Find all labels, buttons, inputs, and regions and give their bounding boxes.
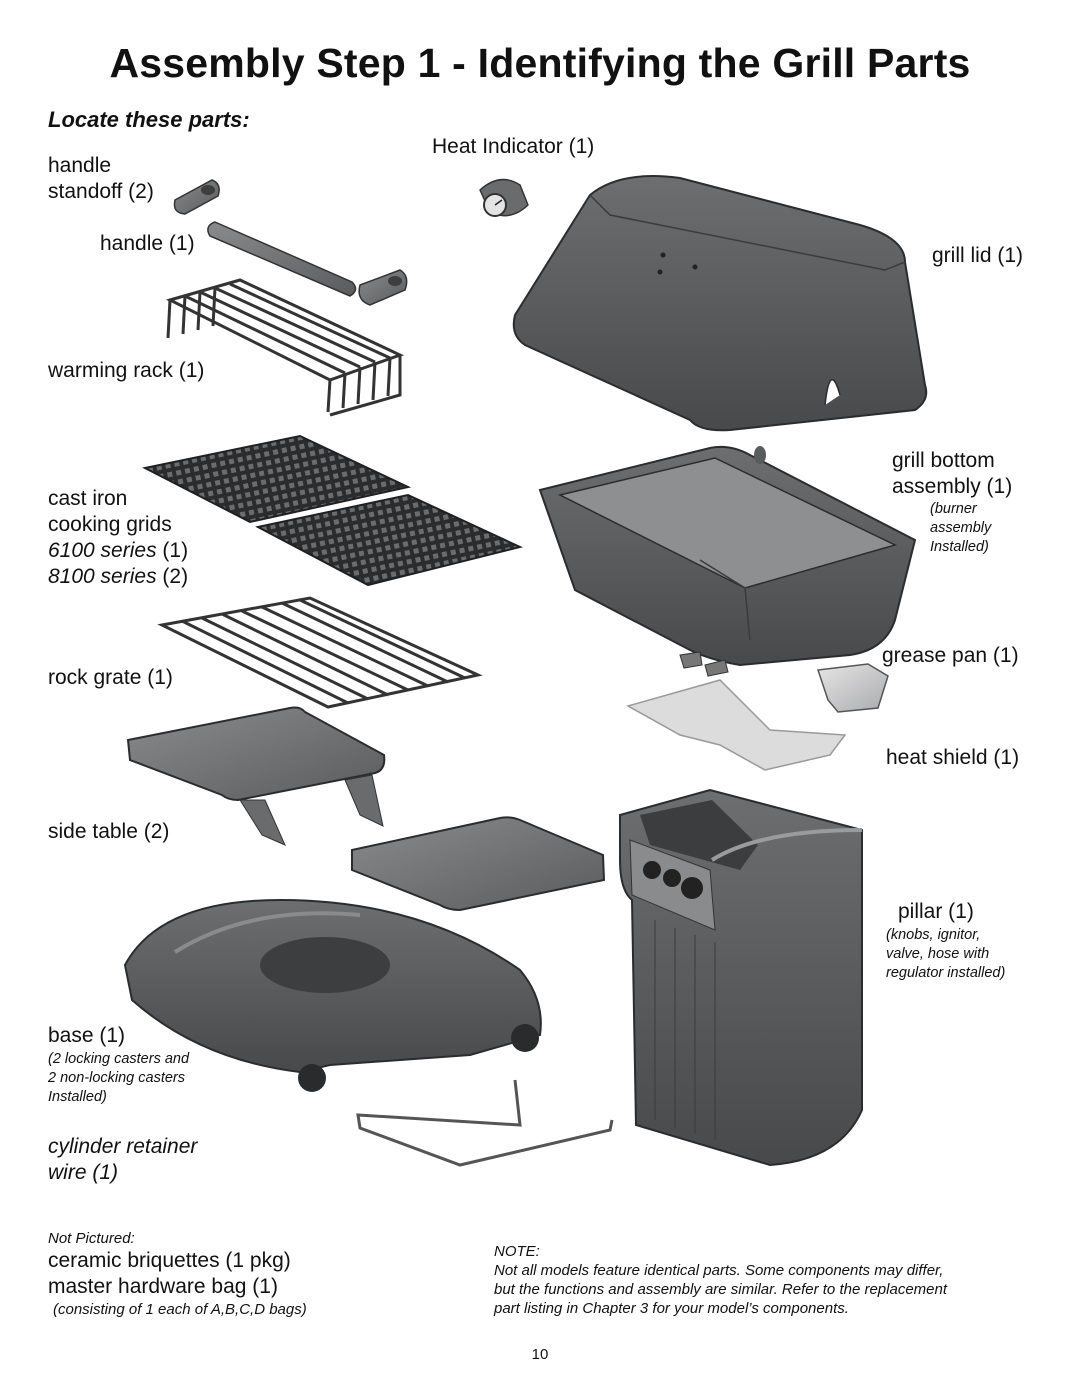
label-warming-rack: warming rack (1) xyxy=(48,359,205,382)
label-cooking-grids: cast iron cooking grids 6100 series (1) … xyxy=(48,487,189,588)
pillar-icon xyxy=(619,788,863,1167)
not-pictured-item: ceramic briquettes (1 pkg) xyxy=(48,1249,291,1272)
cooking-grid-icon xyxy=(142,434,523,587)
label-cylinder-retainer-wire: cylinder retainer wire (1) xyxy=(48,1135,198,1184)
side-table-icon xyxy=(126,706,606,912)
page-title: Assembly Step 1 - Identifying the Grill … xyxy=(109,40,971,86)
heat-indicator-icon xyxy=(479,178,529,217)
not-pictured-section: Not Pictured: ceramic briquettes (1 pkg)… xyxy=(48,1229,307,1319)
note-line: part listing in Chapter 3 for your model… xyxy=(494,1300,849,1317)
not-pictured-heading: Not Pictured: xyxy=(48,1230,135,1247)
label-heat-indicator: Heat Indicator (1) xyxy=(432,135,595,158)
label-base: base (1) xyxy=(48,1024,126,1047)
cylinder-retainer-wire-icon xyxy=(356,1079,614,1167)
page-number: 10 xyxy=(531,1346,549,1363)
label-pillar: pillar (1) xyxy=(898,900,974,923)
label-rock-grate: rock grate (1) xyxy=(48,666,173,689)
warming-rack-icon xyxy=(165,278,404,417)
not-pictured-item-note: (consisting of 1 each of A,B,C,D bags) xyxy=(53,1301,307,1318)
not-pictured-item: master hardware bag (1) xyxy=(48,1275,278,1298)
note-grill-bottom: (burner assembly Installed) xyxy=(930,501,992,555)
label-handle-standoff: handle standoff (2) xyxy=(48,154,154,203)
note-base: (2 locking casters and 2 non-locking cas… xyxy=(48,1051,190,1105)
label-grill-lid: grill lid (1) xyxy=(932,244,1024,267)
note-line: Not all models feature identical parts. … xyxy=(494,1262,944,1279)
label-heat-shield: heat shield (1) xyxy=(886,746,1020,769)
rock-grate-icon xyxy=(157,596,483,709)
base-icon xyxy=(123,898,542,1092)
label-grease-pan: grease pan (1) xyxy=(882,644,1019,667)
grill-lid-icon xyxy=(512,175,928,432)
note-heading: NOTE: xyxy=(494,1243,540,1260)
grill-bottom-icon xyxy=(538,445,917,677)
label-handle: handle (1) xyxy=(100,232,195,255)
handle-icon xyxy=(207,221,357,297)
handle-standoff-icon xyxy=(173,179,408,306)
page-subtitle: Locate these parts: xyxy=(48,107,250,132)
note-pillar: (knobs, ignitor, valve, hose with regula… xyxy=(886,927,1006,981)
label-grill-bottom: grill bottom assembly (1) xyxy=(892,449,1013,498)
note-section: NOTE: Not all models feature identical p… xyxy=(494,1242,947,1318)
heat-shield-icon xyxy=(626,679,847,771)
label-side-table: side table (2) xyxy=(48,820,170,843)
note-line: but the functions and assembly are simil… xyxy=(494,1281,948,1298)
grease-pan-icon xyxy=(816,663,889,713)
